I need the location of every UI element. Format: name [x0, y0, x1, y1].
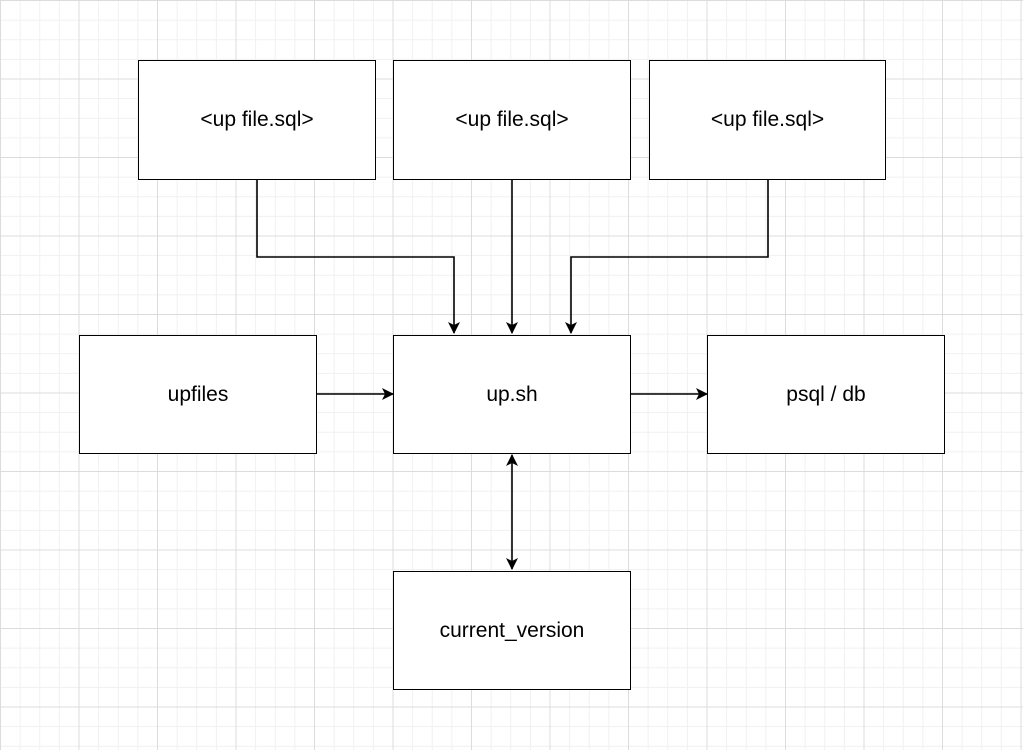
node-sql-file-1[interactable]: <up file.sql>	[138, 60, 376, 180]
node-sql-file-2[interactable]: <up file.sql>	[393, 60, 631, 180]
node-upfiles[interactable]: upfiles	[79, 335, 317, 454]
node-up-sh[interactable]: up.sh	[393, 335, 631, 454]
node-sql-file-3[interactable]: <up file.sql>	[649, 60, 886, 180]
node-current-version[interactable]: current_version	[393, 571, 631, 690]
node-psql-db[interactable]: psql / db	[707, 335, 945, 454]
edge-sql1-to-upsh	[256, 179, 460, 334]
edge-sql3-to-upsh	[565, 179, 769, 334]
